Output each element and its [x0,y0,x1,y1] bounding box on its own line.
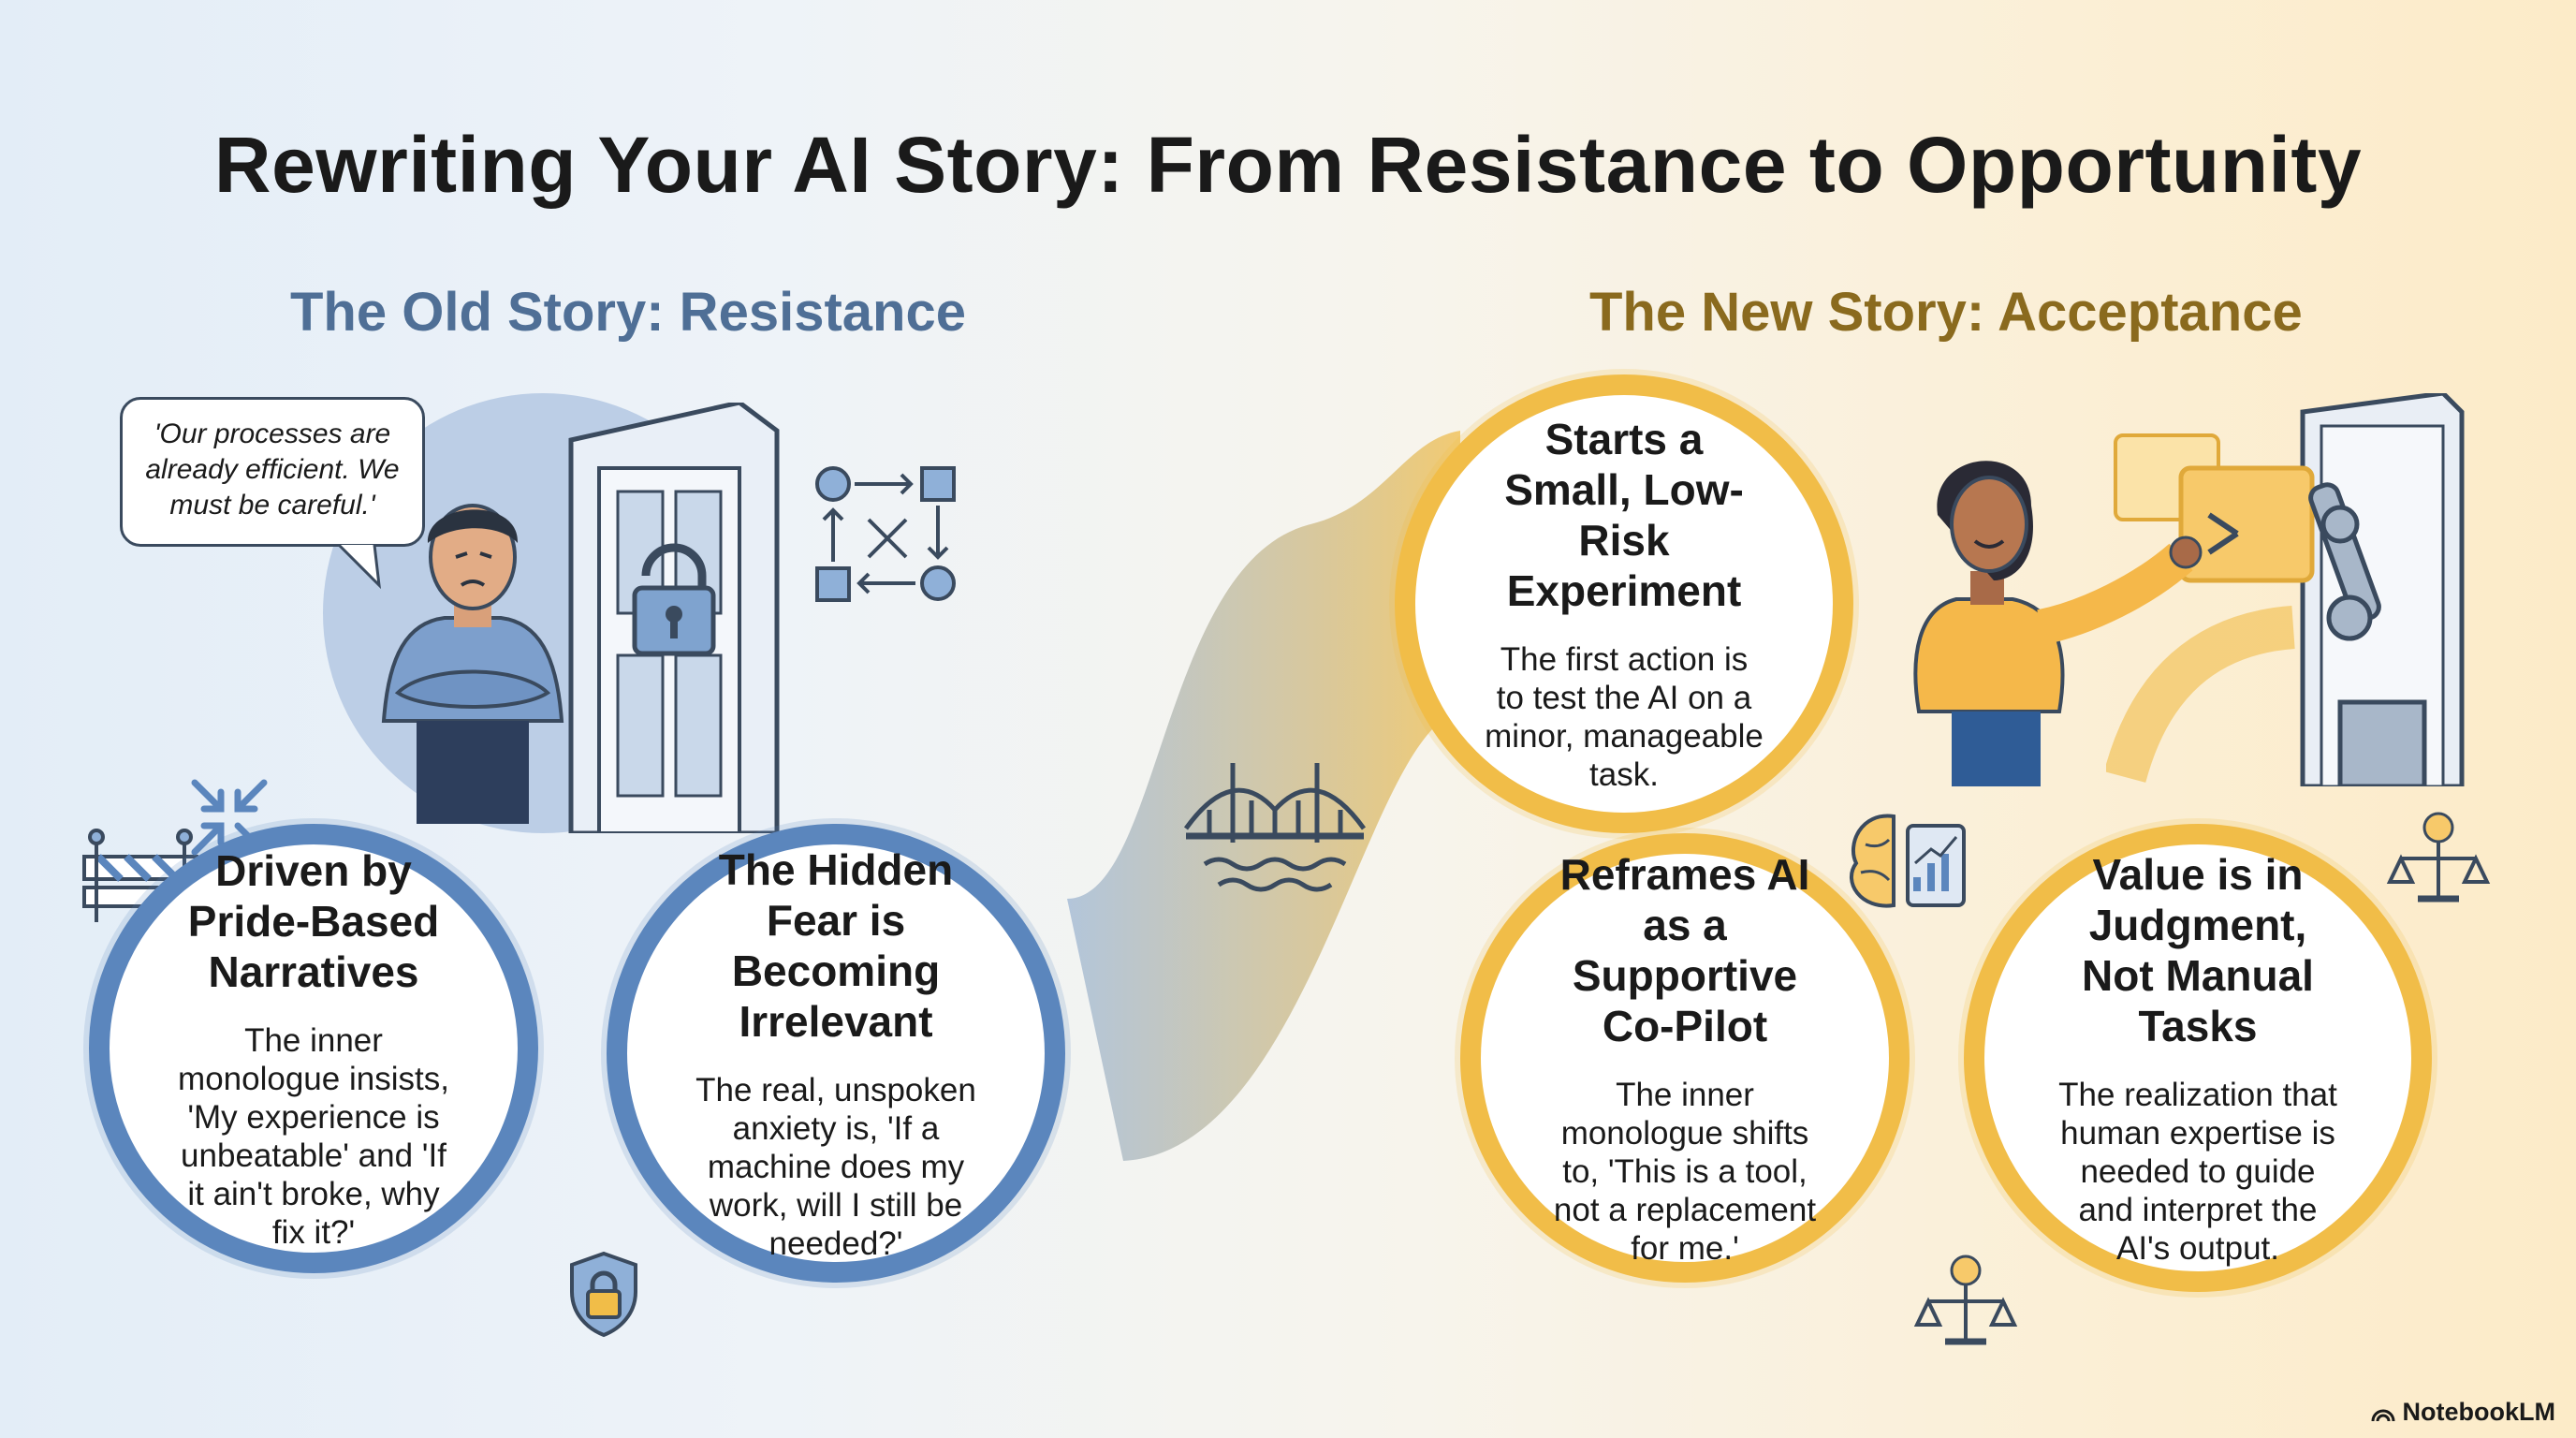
card-body: The first action is to test the AI on a … [1485,641,1764,793]
card-title: Starts a Small, Low-Risk Experiment [1504,415,1744,615]
new-story-card-3: Value is in Judgment, Not Manual Tasks T… [1964,824,2432,1292]
shield-lock-icon [570,1251,637,1338]
new-story-card-1: Starts a Small, Low-Risk Experiment The … [1395,374,1853,833]
scales-lightbulb-icon [1913,1255,2018,1345]
speech-bubble-tail [337,543,381,590]
card-title: Driven by Pride-Based Narratives [187,846,440,996]
card-title: Reframes AI as a Supportive Co-Pilot [1559,849,1810,1050]
old-story-heading: The Old Story: Resistance [290,282,966,343]
card-body: The real, unspoken anxiety is, 'If a mac… [695,1071,976,1262]
process-flow-icon [815,466,956,602]
brain-chart-icon [1850,814,1966,908]
notebooklm-logo-icon [2371,1409,2395,1421]
new-story-heading: The New Story: Acceptance [1589,282,2303,343]
new-story-card-2: Reframes AI as a Supportive Co-Pilot The… [1460,833,1910,1283]
card-body: The inner monologue insists, 'My experie… [178,1022,449,1251]
card-title: The Hidden Fear is Becoming Irrelevant [718,844,954,1046]
old-story-card-2: The Hidden Fear is Becoming Irrelevant T… [607,824,1065,1283]
person-presenting [1913,461,2203,786]
brand-label: NotebookLM [2402,1398,2555,1426]
page-title: Rewriting Your AI Story: From Resistance… [213,121,2363,209]
speech-bubble: 'Our processes are already efficient. We… [120,397,425,547]
person-arms-crossed [381,504,564,824]
scales-lightbulb-icon [2386,812,2491,902]
card-body: The realization that human expertise is … [2058,1076,2337,1267]
robot-arm-icon [2106,393,2465,786]
card-title: Value is in Judgment, Not Manual Tasks [2082,849,2314,1050]
locked-door-icon [568,403,780,833]
card-body: The inner monologue shifts to, 'This is … [1553,1076,1817,1267]
bridge-icon [1183,763,1367,892]
brand-mark: NotebookLM [2371,1398,2555,1427]
old-story-card-1: Driven by Pride-Based Narratives The inn… [89,824,538,1273]
